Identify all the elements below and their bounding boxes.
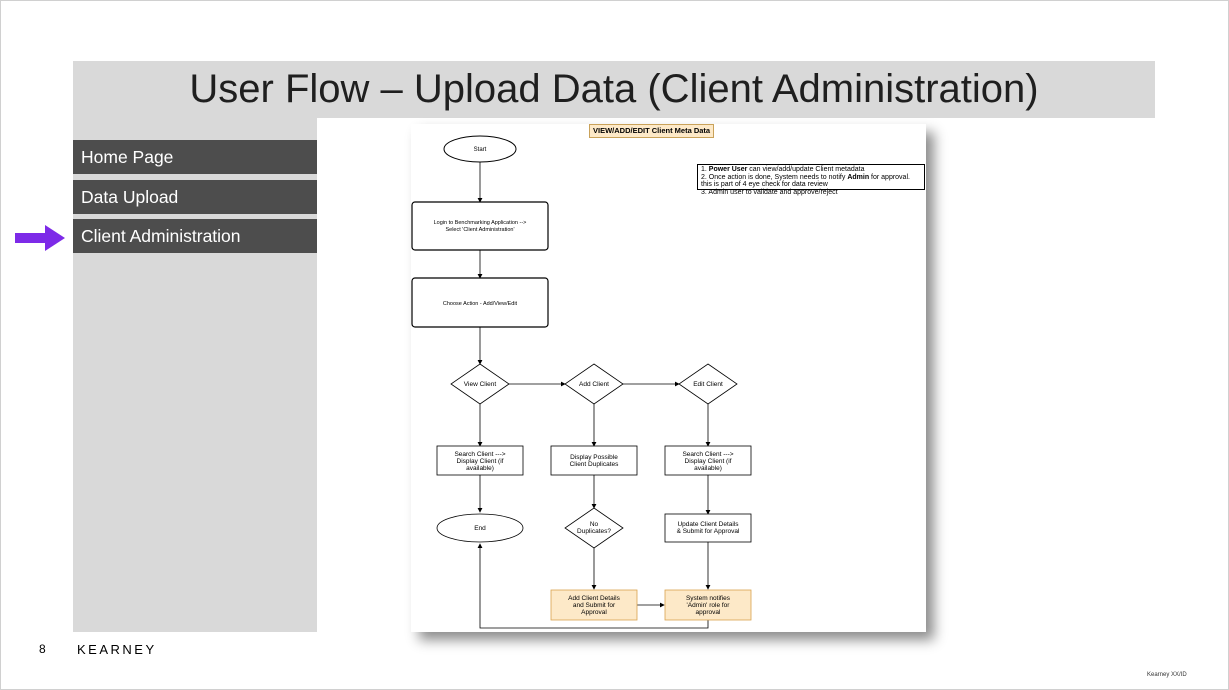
system-notifies-step (664, 589, 752, 621)
add-client-label: Add Client (579, 381, 609, 388)
search-edit-line-3: available) (694, 465, 722, 472)
display-duplicates-line-2: Client Duplicates (570, 461, 620, 468)
update-client-step (664, 513, 752, 543)
choose-action-step (411, 277, 549, 328)
note-1-prefix: 1. (701, 166, 709, 173)
add-client-details-step (550, 589, 638, 621)
note-1-bold: Power User (708, 166, 748, 173)
note-line-2: 2. Once action is done, System needs to … (701, 174, 921, 189)
system-notifies-line-2: 'Admin' role for (687, 602, 731, 609)
nav-item-client-administration[interactable]: Client Administration (73, 219, 317, 253)
no-duplicates-line-2: Duplicates? (577, 528, 611, 535)
slide-title: User Flow – Upload Data (Client Administ… (189, 67, 1039, 111)
end-label: End (474, 525, 486, 532)
note-2-rest: for approval. this is part of 4 eye chec… (701, 173, 910, 189)
footer-tag: Kearney XX/ID (1147, 672, 1187, 678)
edit-client-label: Edit Client (693, 381, 723, 388)
display-duplicates-line-1: Display Possible (570, 454, 618, 461)
nav-item-home-page[interactable]: Home Page (73, 140, 317, 174)
note-line-3: 3. Admin user to validate and approve/re… (701, 188, 838, 196)
no-duplicates-line-1: No (590, 521, 599, 528)
login-label-line-1: Login to Benchmarking Application --> (434, 220, 527, 226)
flowchart-connectors (477, 162, 711, 629)
search-edit-line-1: Search Client ---> (682, 451, 733, 458)
page-number: 8 (39, 642, 46, 656)
flowchart-image: Start Login to Benchmarking Application … (411, 124, 926, 632)
search-view-line-2: Display Client (if (457, 458, 504, 465)
search-view-line-3: available) (466, 465, 494, 472)
no-duplicates-decision (564, 507, 624, 549)
view-client-decision (450, 363, 510, 405)
login-label-line-2: Select 'Client Administration' (445, 227, 514, 233)
edit-client-decision (678, 363, 738, 405)
update-client-line-1: Update Client Details (677, 521, 739, 528)
note-1-rest: can view/add/update Client metadata (747, 166, 865, 173)
brand-logo-text: KEARNEY (77, 642, 157, 657)
title-bar: User Flow – Upload Data (Client Administ… (73, 61, 1155, 118)
choose-action-label: Choose Action - Add/View/Edit (443, 301, 518, 307)
note-2-bold: Admin (847, 173, 870, 181)
add-client-details-line-1: Add Client Details (568, 595, 620, 602)
start-node (443, 135, 517, 163)
flowchart-notes: 1. Power User can view/add/update Client… (697, 164, 925, 196)
system-notifies-line-3: approval (696, 609, 721, 616)
flowchart-diagram: Start Login to Benchmarking Application … (411, 135, 752, 629)
add-client-details-line-3: Approval (581, 609, 607, 616)
note-2-prefix: 2. Once action is done, System needs to … (701, 173, 848, 181)
current-section-arrow-icon (15, 225, 65, 251)
flowchart-header: VIEW/ADD/EDIT Client Meta Data (589, 124, 715, 138)
search-view-line-1: Search Client ---> (454, 451, 505, 458)
system-notifies-line-1: System notifies (686, 595, 731, 602)
nav-item-data-upload[interactable]: Data Upload (73, 180, 317, 214)
display-duplicates-step (550, 445, 638, 476)
search-edit-step (664, 445, 752, 476)
search-edit-line-2: Display Client (if (685, 458, 732, 465)
login-step (411, 201, 549, 251)
add-client-details-line-2: and Submit for (573, 602, 616, 609)
update-client-line-2: & Submit for Approval (677, 528, 740, 535)
add-client-decision (564, 363, 624, 405)
note-line-1: 1. Power User can view/add/update Client… (701, 166, 921, 174)
start-label: Start (474, 147, 487, 153)
search-view-step (436, 445, 524, 476)
end-node (436, 513, 524, 543)
view-client-label: View Client (464, 381, 497, 388)
